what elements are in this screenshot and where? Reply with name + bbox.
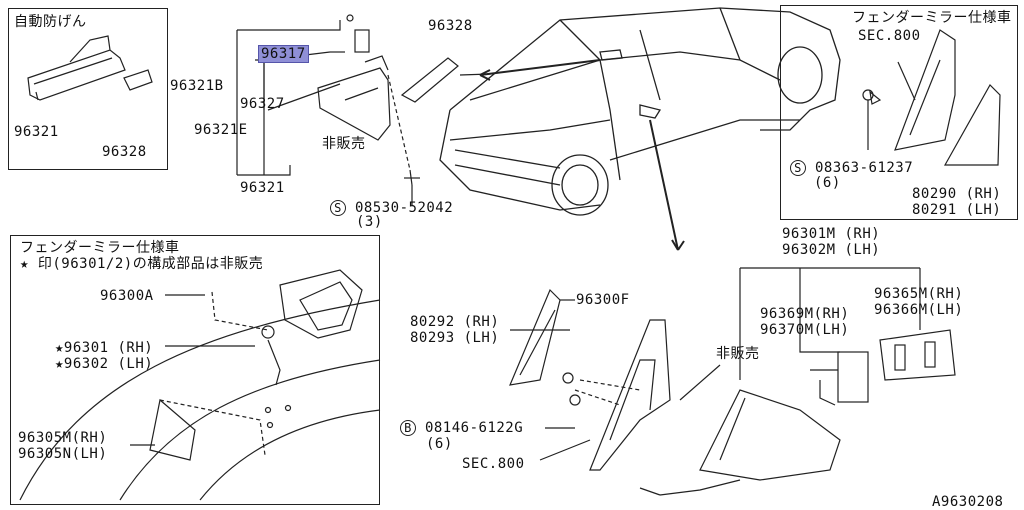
inset-fender-mirror-top bbox=[780, 5, 1018, 220]
bolt-label: B 08146-6122G bbox=[400, 420, 523, 436]
b-circle-icon: B bbox=[400, 420, 416, 436]
part-label-highlighted[interactable]: 96317 bbox=[258, 45, 309, 63]
part-label: 96321E bbox=[194, 122, 248, 138]
part-label: 96302M (LH) bbox=[782, 242, 881, 258]
not-for-sale-label: 非販売 bbox=[716, 346, 760, 362]
bolt-code: 08146-6122G bbox=[424, 420, 524, 436]
inner-mirror-drawing bbox=[317, 14, 459, 186]
screw-qty: (3) bbox=[356, 214, 383, 230]
part-label: 96305M(RH) bbox=[18, 430, 108, 446]
screw-label: S 08530-52042 bbox=[330, 200, 453, 216]
diagram-id: A9630208 bbox=[932, 494, 1004, 510]
part-label: 80291 (LH) bbox=[912, 202, 1002, 218]
part-label: 80290 (RH) bbox=[912, 186, 1002, 202]
part-label: 96301M (RH) bbox=[782, 226, 881, 242]
door-mirror-drawing bbox=[509, 267, 956, 496]
part-label: 96300F bbox=[576, 292, 630, 308]
screw-label: S 08363-61237 bbox=[790, 160, 913, 176]
auto-dimming-mirror-drawing bbox=[27, 35, 153, 101]
part-label: 96321 bbox=[14, 124, 59, 140]
part-label: 96369M(RH) bbox=[760, 306, 850, 322]
bolt-qty: (6) bbox=[426, 436, 453, 452]
inset-fender-mirror-bottom bbox=[10, 235, 380, 505]
screw-code: 08363-61237 bbox=[814, 160, 914, 176]
part-label: 96327 bbox=[240, 96, 285, 112]
part-label: 96305N(LH) bbox=[18, 446, 108, 462]
s-circle-icon: S bbox=[790, 160, 806, 176]
part-label: 80293 (LH) bbox=[410, 330, 500, 346]
part-label: 96366M(LH) bbox=[874, 302, 964, 318]
inset-note: ★ 印(96301/2)の構成部品は非販売 bbox=[20, 256, 264, 272]
section-ref: SEC.800 bbox=[858, 28, 921, 44]
fender-mirror-base-drawing bbox=[862, 29, 1001, 166]
inset-title: 自動防げん bbox=[14, 14, 87, 30]
part-label: 80292 (RH) bbox=[410, 314, 500, 330]
part-label: 96328 bbox=[102, 144, 147, 160]
part-label: 96321 bbox=[240, 180, 285, 196]
part-label: ★96302 (LH) bbox=[55, 356, 154, 372]
inset-title: フェンダーミラー仕様車 bbox=[20, 240, 180, 256]
part-label: 96328 bbox=[428, 18, 473, 34]
part-label: 96365M(RH) bbox=[874, 286, 964, 302]
part-label: ★96301 (RH) bbox=[55, 340, 154, 356]
part-label: 96321B bbox=[170, 78, 224, 94]
inset-title: フェンダーミラー仕様車 bbox=[852, 10, 1012, 26]
section-ref: SEC.800 bbox=[462, 456, 525, 472]
screw-qty: (6) bbox=[814, 175, 841, 191]
s-circle-icon: S bbox=[330, 200, 346, 216]
fender-mirror-drawing bbox=[19, 269, 381, 501]
part-label: 96370M(LH) bbox=[760, 322, 850, 338]
inset-auto-dimming bbox=[8, 8, 168, 170]
part-label: 96300A bbox=[100, 288, 154, 304]
screw-code: 08530-52042 bbox=[354, 200, 454, 216]
highlight-96317[interactable]: 96317 bbox=[258, 45, 309, 63]
not-for-sale-label: 非販売 bbox=[322, 136, 366, 152]
